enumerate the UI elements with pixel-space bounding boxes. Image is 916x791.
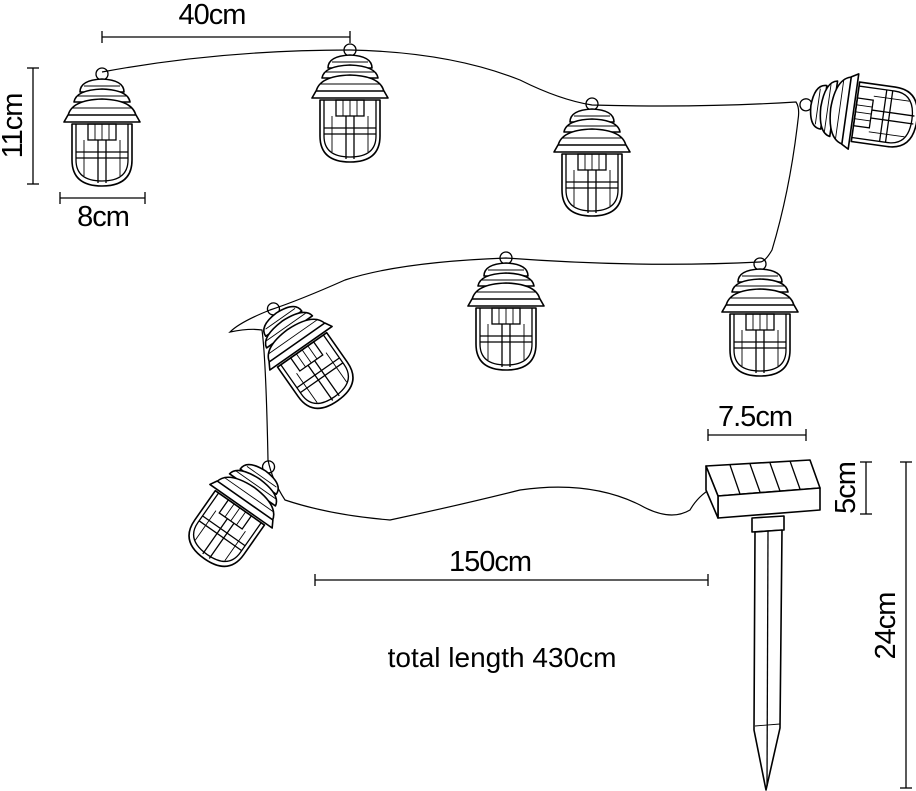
solar-panel-icon (705, 459, 821, 519)
dimension-lantern-spacing: 40cm (101, 0, 351, 43)
lantern-icon-5 (467, 251, 545, 371)
lantern-width-label: 8cm (77, 201, 129, 233)
dimension-panel-width: 7.5cm (707, 401, 807, 441)
lantern-icon-6 (721, 257, 799, 377)
panel-width-label: 7.5cm (718, 401, 792, 433)
lantern-icon-4 (793, 65, 916, 159)
stake-height-label: 24cm (870, 593, 902, 660)
total-length-caption: total length 430cm (388, 642, 617, 673)
panel-height-label: 5cm (830, 462, 862, 514)
dimension-panel-height: 5cm (830, 461, 872, 515)
dimension-stake-height: 24cm (870, 461, 912, 789)
lantern-spacing-label: 40cm (179, 0, 246, 31)
dimension-lead-cable: 150cm (314, 546, 709, 586)
lantern-icon-8 (172, 439, 304, 582)
lantern-height-label: 11cm (0, 94, 29, 159)
ground-stake-icon (751, 515, 785, 791)
lead-cable-label: 150cm (449, 546, 531, 578)
lantern-icon-7 (238, 281, 370, 424)
string-wire (101, 49, 800, 521)
lantern-icon-1 (63, 67, 141, 187)
dimension-lantern-width: 8cm (59, 192, 146, 233)
lantern-icon-3 (553, 97, 631, 217)
dimension-lantern-height: 11cm (0, 67, 39, 185)
lantern-icon-2 (311, 43, 389, 163)
